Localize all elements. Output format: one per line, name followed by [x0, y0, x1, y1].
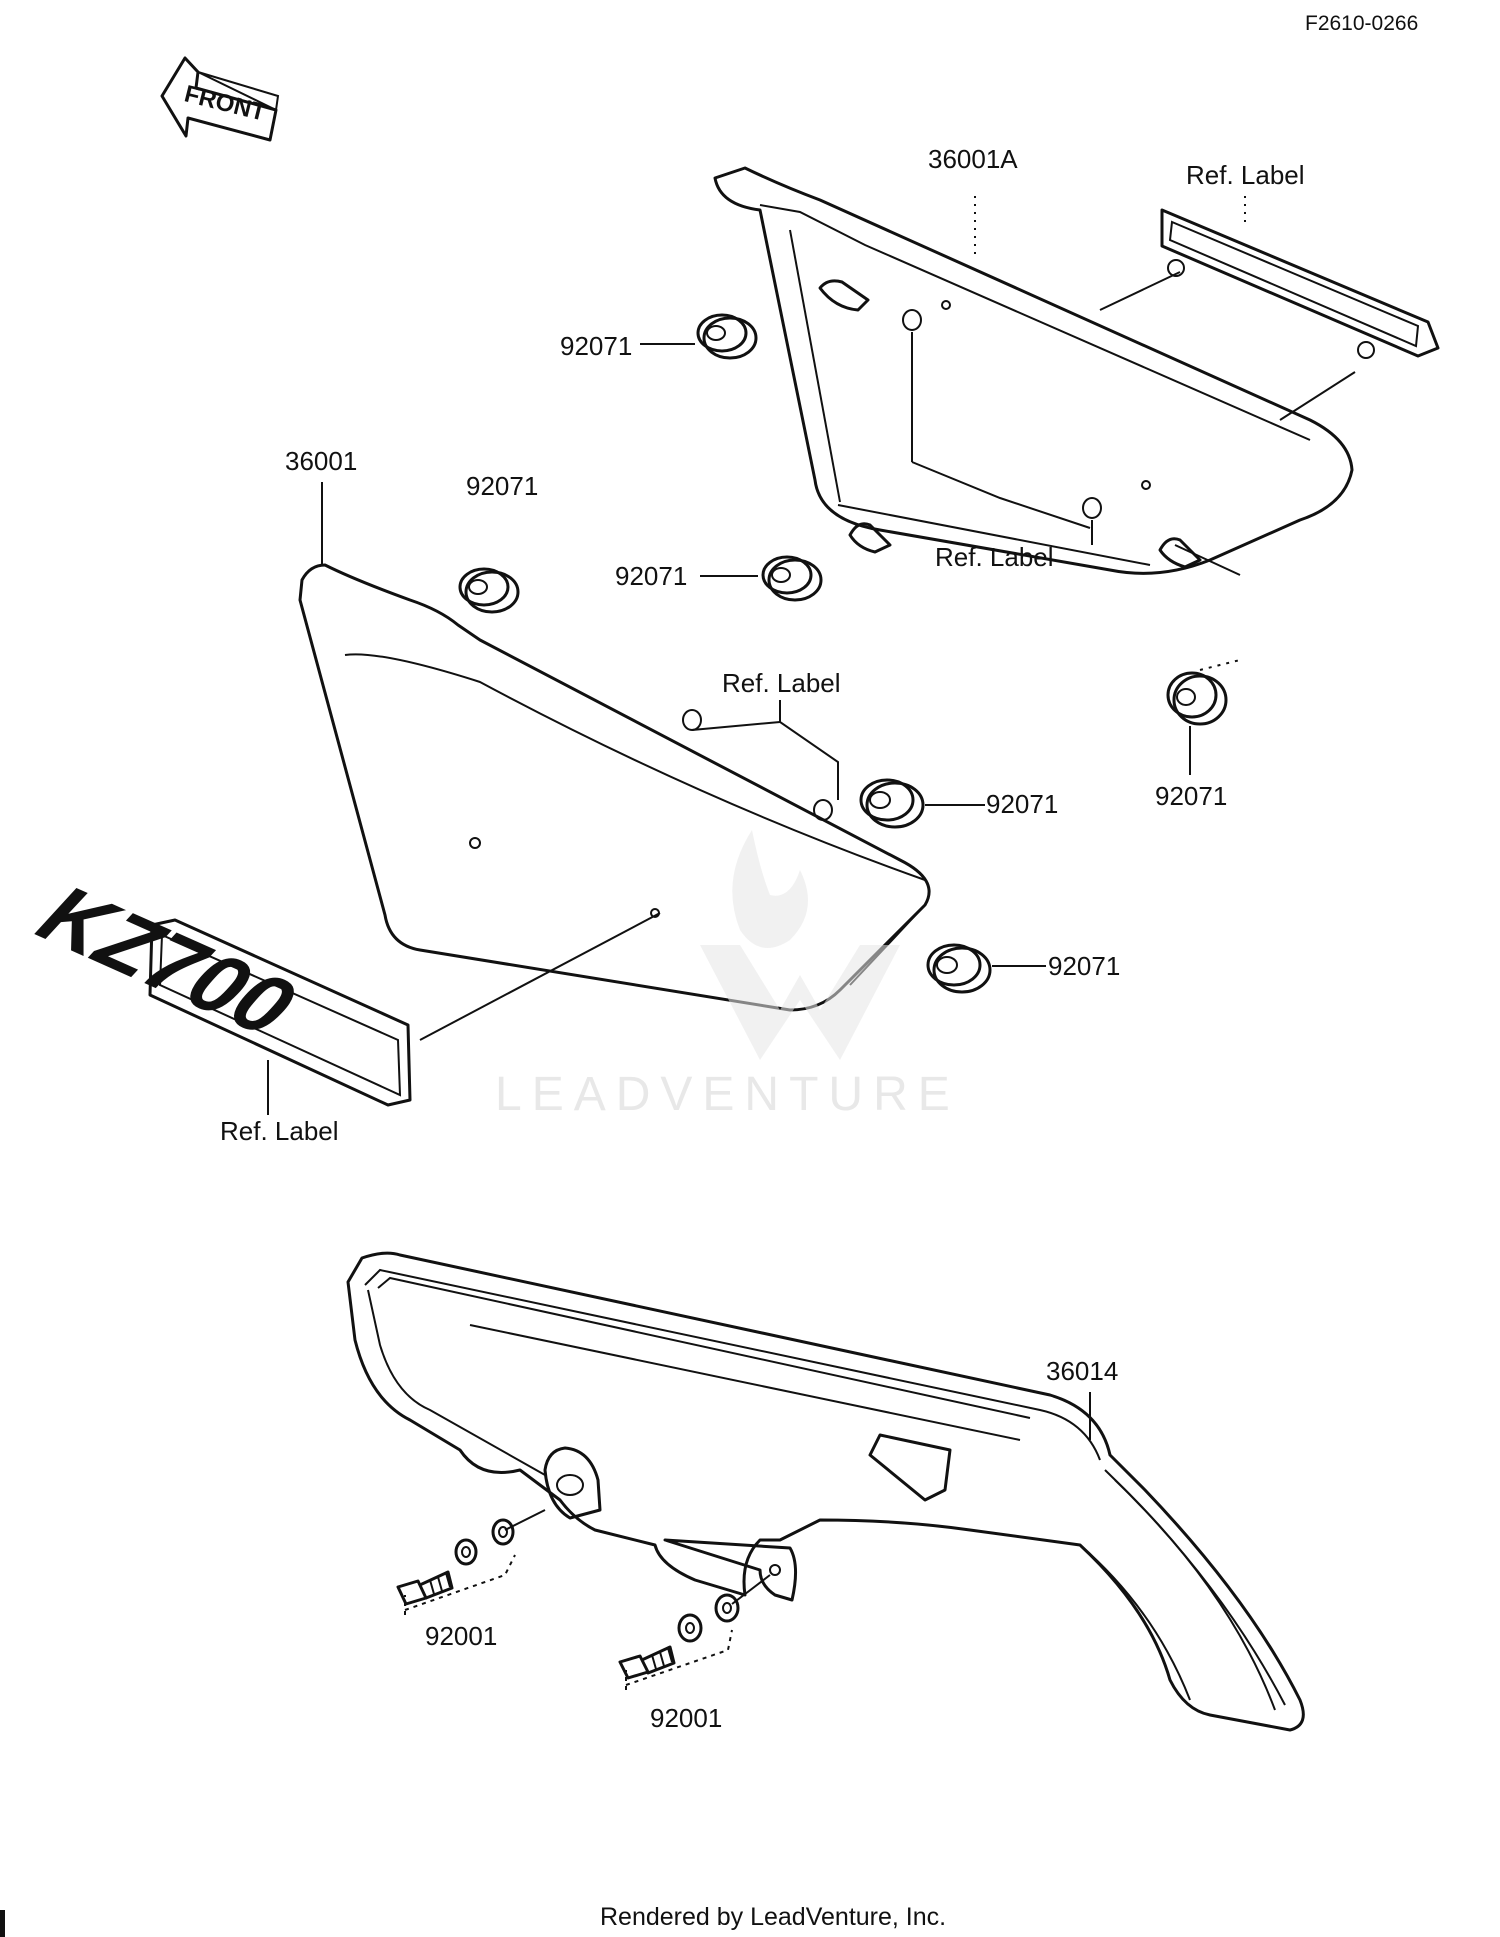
callout-36001: 36001 [285, 446, 357, 476]
emblem-text: KZ700 [23, 868, 310, 1055]
footer-credit: Rendered by LeadVenture, Inc. [600, 1903, 946, 1931]
callout-92071-c: 92071 [615, 561, 687, 591]
grommet-92071-d [859, 778, 925, 829]
grommet-92071-f [1166, 671, 1228, 726]
callout-36001A: 36001A [928, 144, 1018, 174]
callout-36014: 36014 [1046, 1356, 1118, 1386]
callout-92071-d: 92071 [986, 789, 1058, 819]
callout-92071-e: 92071 [1048, 951, 1120, 981]
grommet-92071-a [696, 313, 758, 360]
front-arrow-icon: FRONT [160, 56, 280, 142]
right-side-cover [713, 166, 1354, 576]
edge-mark [0, 1910, 5, 1937]
bolt-92001-b [618, 1593, 740, 1680]
callout-ref-label-left: Ref. Label [722, 668, 841, 698]
watermark-logo-icon [700, 830, 900, 1060]
grommet-92071-e [926, 943, 992, 994]
callout-ref-label-emblem: Ref. Label [220, 1116, 339, 1146]
callout-92001-b: 92001 [650, 1703, 722, 1733]
bolt-92001-a [396, 1518, 515, 1606]
kz700-emblem: KZ700 [23, 868, 412, 1107]
grommet-92071-c [761, 555, 823, 602]
callout-92001-a: 92001 [425, 1621, 497, 1651]
drawing-code: F2610-0266 [1305, 12, 1418, 35]
callout-92071-a: 92071 [560, 331, 632, 361]
reference-label-plate [1160, 208, 1440, 359]
chain-guard [346, 1251, 1305, 1732]
callout-ref-label-mid: Ref. Label [935, 542, 1054, 572]
left-side-cover [298, 563, 931, 1012]
callout-92071-f: 92071 [1155, 781, 1227, 811]
watermark-text: LEADVENTURE [495, 1068, 960, 1121]
callout-ref-label-top: Ref. Label [1186, 160, 1305, 190]
grommet-92071-b [458, 567, 520, 614]
callout-92071-b: 92071 [466, 471, 538, 501]
